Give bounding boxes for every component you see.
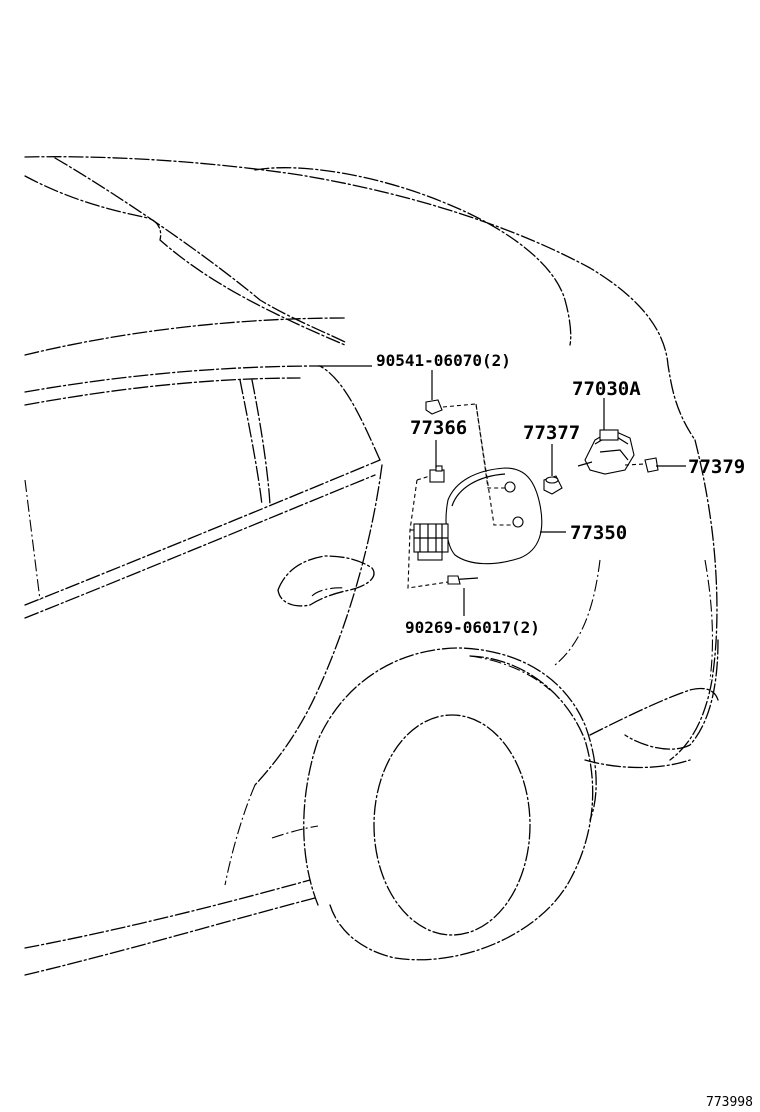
callout-90541: 90541-06070(2) bbox=[376, 351, 511, 370]
stopper-77377 bbox=[543, 475, 563, 495]
clip-90541 bbox=[425, 399, 443, 415]
callout-77366: 77366 bbox=[410, 417, 467, 439]
hinge-77366 bbox=[429, 465, 445, 483]
rear-wheel bbox=[303, 647, 597, 961]
callout-77350: 77350 bbox=[570, 522, 627, 544]
diagram-reference-number: 773998 bbox=[706, 1095, 753, 1110]
hinge-assembly bbox=[413, 523, 449, 561]
car-body-outline bbox=[24, 156, 719, 976]
callout-77379: 77379 bbox=[688, 456, 745, 478]
assembly-lines bbox=[407, 403, 646, 589]
rivet-90269 bbox=[447, 575, 479, 585]
callout-77030A: 77030A bbox=[572, 378, 641, 400]
lock-actuator-77030A bbox=[577, 429, 635, 475]
callout-77377: 77377 bbox=[523, 422, 580, 444]
clip-77379 bbox=[644, 457, 659, 473]
callout-90269: 90269-06017(2) bbox=[405, 618, 540, 637]
fuel-lid-77350 bbox=[445, 467, 543, 565]
leader-lines bbox=[318, 365, 686, 616]
callout-labels: 90541-06070(2) 77366 77377 77030A 77379 … bbox=[376, 351, 753, 1110]
